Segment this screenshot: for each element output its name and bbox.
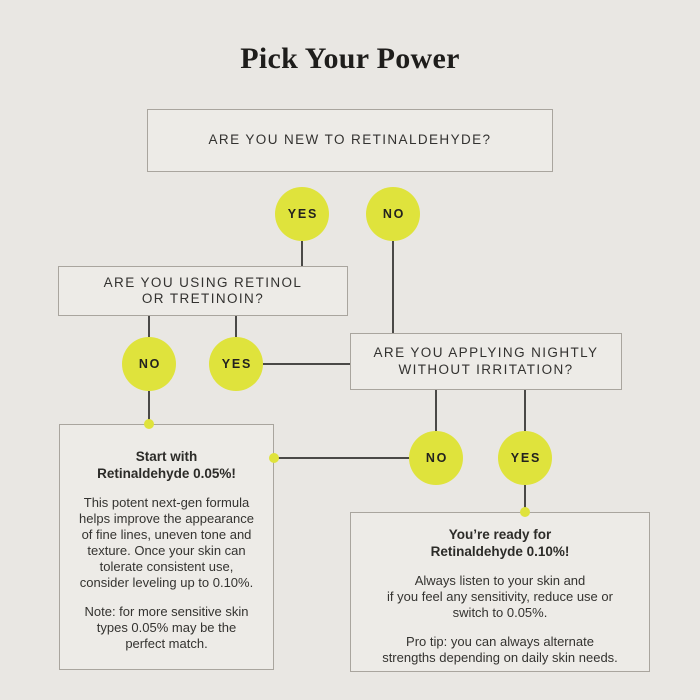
question-label: ARE YOU USING RETINOL OR TRETINOIN?	[103, 274, 303, 307]
result-heading: You’re ready for Retinaldehyde 0.10%!	[430, 527, 570, 559]
connector-q1yes-to-q2	[301, 241, 303, 266]
answer-circle-q1-no: NO	[366, 187, 420, 241]
answer-label: YES	[510, 451, 542, 465]
question-box-retinol-or-tretinoin: ARE YOU USING RETINOL OR TRETINOIN?	[58, 266, 348, 316]
page-title: Pick Your Power	[240, 42, 460, 75]
answer-circle-q3-no: NO	[409, 431, 463, 485]
answer-label: NO	[425, 451, 449, 465]
connector-q2yes-to-q3	[263, 363, 350, 365]
connector-q2no-to-result005	[148, 391, 150, 424]
connector-dot	[520, 507, 530, 517]
answer-label: NO	[382, 207, 406, 221]
answer-circle-q3-yes: YES	[498, 431, 552, 485]
answer-label: YES	[287, 207, 319, 221]
question-label: ARE YOU NEW TO RETINALDEHYDE?	[208, 132, 492, 148]
connector-q3-to-no	[435, 390, 437, 431]
connector-q3-to-yes	[524, 390, 526, 431]
result-note: Pro tip: you can always alternate streng…	[382, 634, 618, 665]
answer-circle-q1-yes: YES	[275, 187, 329, 241]
connector-q2-to-no	[148, 316, 150, 337]
answer-label: YES	[221, 357, 253, 371]
connector-q3yes-to-result010	[524, 485, 526, 512]
result-body: This potent next-gen formula helps impro…	[79, 495, 254, 590]
result-note: Note: for more sensitive skin types 0.05…	[84, 604, 249, 651]
connector-q1no-to-q3	[392, 241, 394, 333]
result-heading: Start with Retinaldehyde 0.05%!	[97, 449, 236, 481]
connector-dot	[144, 419, 154, 429]
connector-dot	[269, 453, 279, 463]
question-box-applying-nightly: ARE YOU APPLYING NIGHTLY WITHOUT IRRITAT…	[350, 333, 622, 390]
connector-q2-to-yes	[235, 316, 237, 337]
result-body: Always listen to your skin and if you fe…	[387, 573, 613, 620]
question-box-new-to-retinaldehyde: ARE YOU NEW TO RETINALDEHYDE?	[147, 109, 553, 172]
result-box-retinaldehyde-010: You’re ready for Retinaldehyde 0.10%! Al…	[350, 512, 650, 672]
connector-q3no-to-result005	[274, 457, 410, 459]
question-label: ARE YOU APPLYING NIGHTLY WITHOUT IRRITAT…	[373, 345, 599, 377]
answer-label: NO	[138, 357, 162, 371]
answer-circle-q2-yes: YES	[209, 337, 263, 391]
result-box-retinaldehyde-005: Start with Retinaldehyde 0.05%! This pot…	[59, 424, 274, 670]
answer-circle-q2-no: NO	[122, 337, 176, 391]
